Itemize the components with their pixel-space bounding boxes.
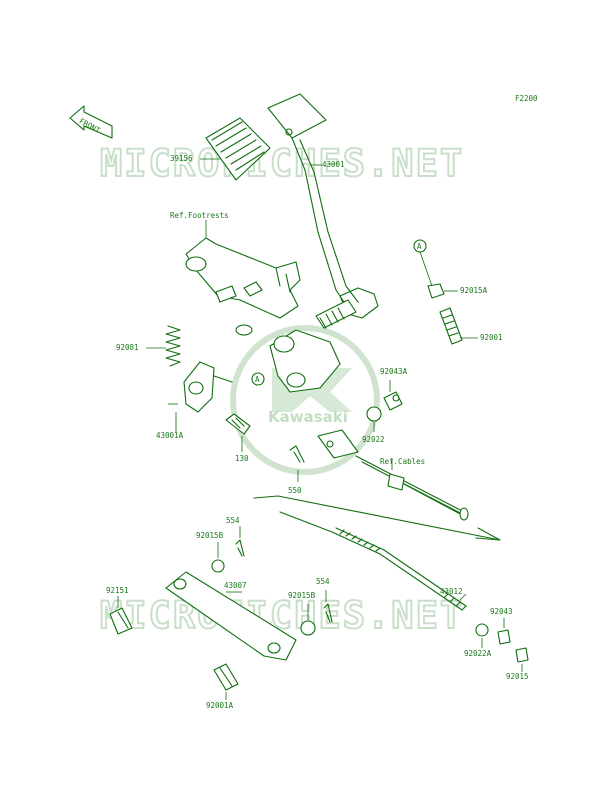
label-43012: 43012 [440,587,463,596]
label-92001A: 92001A [206,701,234,710]
bolt-92001A [213,663,239,691]
cotter-pin-550 [289,445,305,463]
nut-92015A [427,283,445,299]
kawasaki-logo-text: Kawasaki [268,408,348,426]
label-92151: 92151 [106,586,129,595]
bolt-130 [225,413,251,435]
label-92001: 92001 [480,333,503,342]
label-92015B-bottom: 92015B [288,591,316,600]
brake-pedal-pad-39156 [205,117,271,181]
brake-cable-ref [355,455,469,521]
label-92022A: 92022A [464,649,492,658]
label-130: 130 [235,454,249,463]
washer-92022 [366,406,382,422]
pin-92043 [497,629,511,645]
brake-rod-lever-43007 [165,571,297,661]
diagram-ref-code: F2200 [515,94,538,103]
label-554-top: 554 [226,516,240,525]
nut-92015 [515,647,529,663]
label-92022: 92022 [362,435,385,444]
callout-a-top: A [417,242,422,251]
brake-lever-43001A [168,361,233,413]
pivot-pin-parts [215,281,263,336]
label-ref-cables: Ref.Cables [380,457,425,466]
footrest-bracket [185,237,301,319]
label-39156: 39156 [170,154,193,163]
pedal-pivot-arm [269,329,341,393]
label-92043: 92043 [490,607,513,616]
label-43007: 43007 [224,581,247,590]
cotter-pin-554-bottom [323,603,333,623]
label-92015A: 92015A [460,286,488,295]
front-direction-arrow: FRONT [69,105,113,139]
label-43001: 43001 [322,160,345,169]
assembly-direction-arrowhead [475,527,501,541]
washer-92022A [475,623,489,637]
assembly-direction-line [253,495,501,541]
label-92015: 92015 [506,672,529,681]
nut-92015B-top [211,559,225,573]
callout-a-mid-circle [251,372,265,386]
pin-92043A [383,391,403,411]
label-43001A: 43001A [156,431,184,440]
label-92015B-top: 92015B [196,531,224,540]
brake-pedal-43001 [267,93,379,329]
watermark-bottom: MICROFICHES.NET [100,594,464,637]
nut-92015B-bottom [300,620,316,636]
callout-a-mid: A [255,375,260,384]
brake-rod-43012 [279,511,467,611]
label-92081: 92081 [116,343,139,352]
cable-clevis [317,429,359,459]
label-ref-footrests: Ref.Footrests [170,211,229,220]
bolt-92151 [109,607,133,635]
label-554-bottom: 554 [316,577,330,586]
watermark-top: MICROFICHES.NET [100,142,464,185]
bolt-92001 [439,307,463,345]
cotter-pin-554-top [235,539,245,557]
label-92043A: 92043A [380,367,408,376]
label-550: 550 [288,486,302,495]
return-spring-92081 [165,325,181,367]
